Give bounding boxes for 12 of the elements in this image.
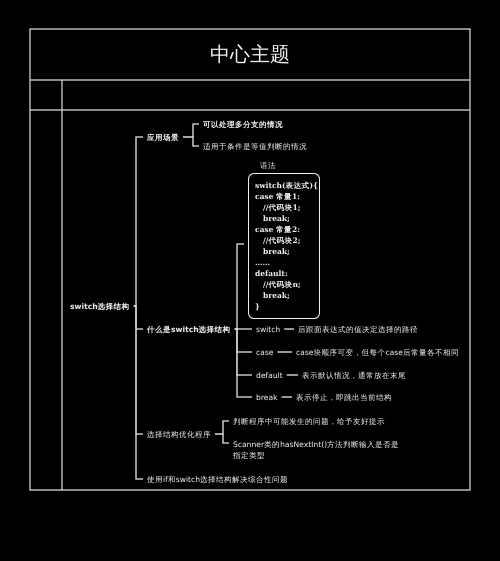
connector [215,433,229,444]
title: 中心主题 [209,42,291,66]
connector [134,136,143,307]
connector [282,396,292,398]
connector [286,374,298,376]
connector [234,243,244,330]
connector [284,328,294,330]
connector [134,305,143,480]
connector [183,136,199,147]
connector [277,351,292,353]
connector [234,328,252,398]
connector [234,328,252,330]
